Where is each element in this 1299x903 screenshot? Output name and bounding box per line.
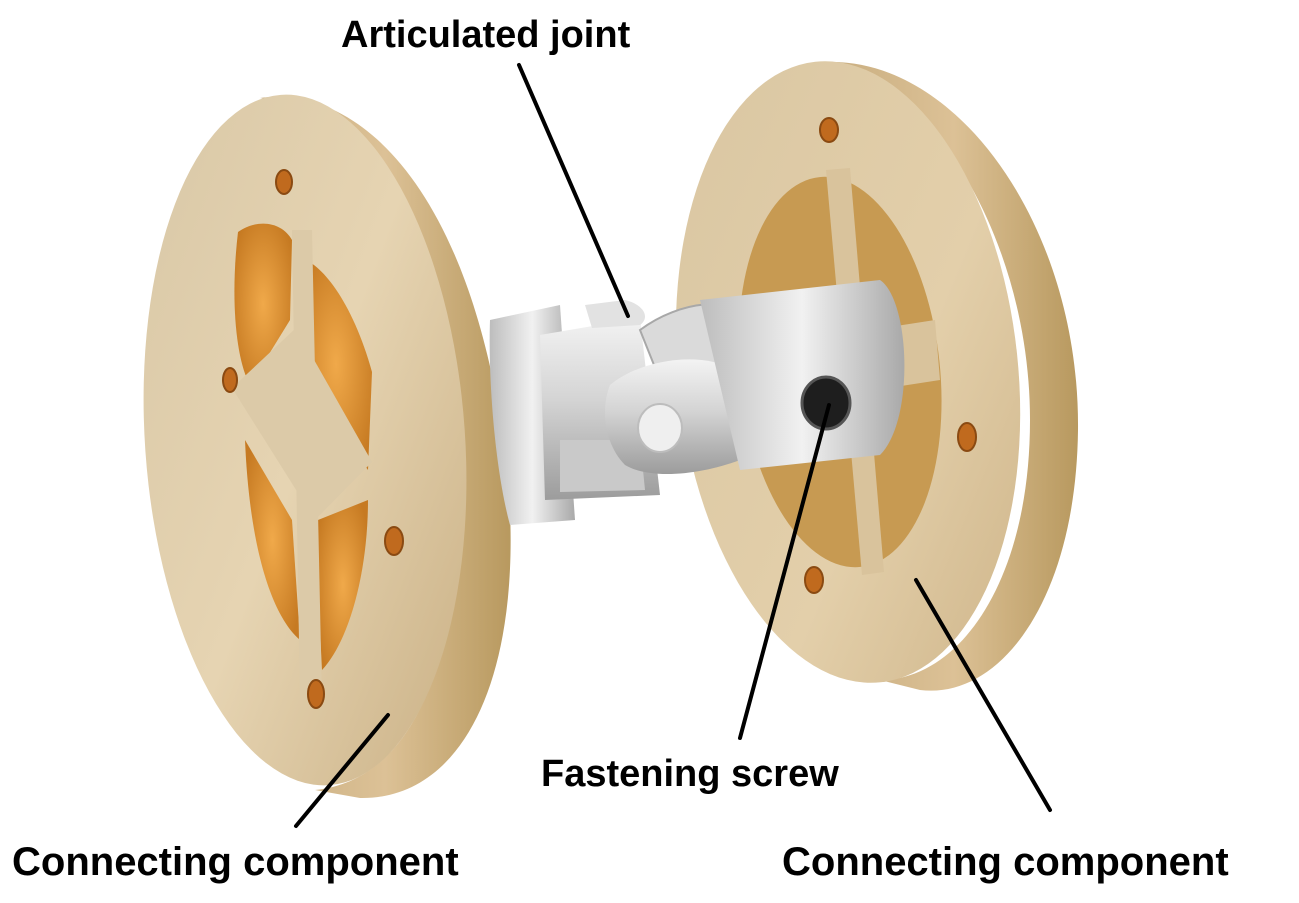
label-connecting-component-left: Connecting component	[12, 840, 459, 884]
right-connecting-component	[675, 61, 1079, 691]
label-articulated-joint: Articulated joint	[341, 14, 631, 56]
left-disc-bolt-holes	[222, 169, 404, 709]
leader-right-connecting-component	[914, 578, 1052, 812]
label-fastening-screw: Fastening screw	[541, 753, 839, 795]
leader-lines	[294, 63, 1052, 828]
right-disc-bolt-holes	[804, 117, 977, 594]
left-connecting-component	[143, 94, 511, 799]
label-connecting-component-right: Connecting component	[782, 840, 1229, 884]
right-shaft	[700, 280, 905, 470]
fastening-screw	[800, 375, 852, 431]
left-disc-windows	[234, 223, 372, 670]
left-disc-ribs	[232, 230, 372, 700]
leader-articulated-joint	[517, 63, 630, 318]
right-disc-rim	[830, 61, 1079, 691]
leader-left-connecting-component	[294, 713, 390, 828]
articulated-joint-assembly	[489, 280, 905, 525]
leader-fastening-screw	[738, 403, 831, 740]
